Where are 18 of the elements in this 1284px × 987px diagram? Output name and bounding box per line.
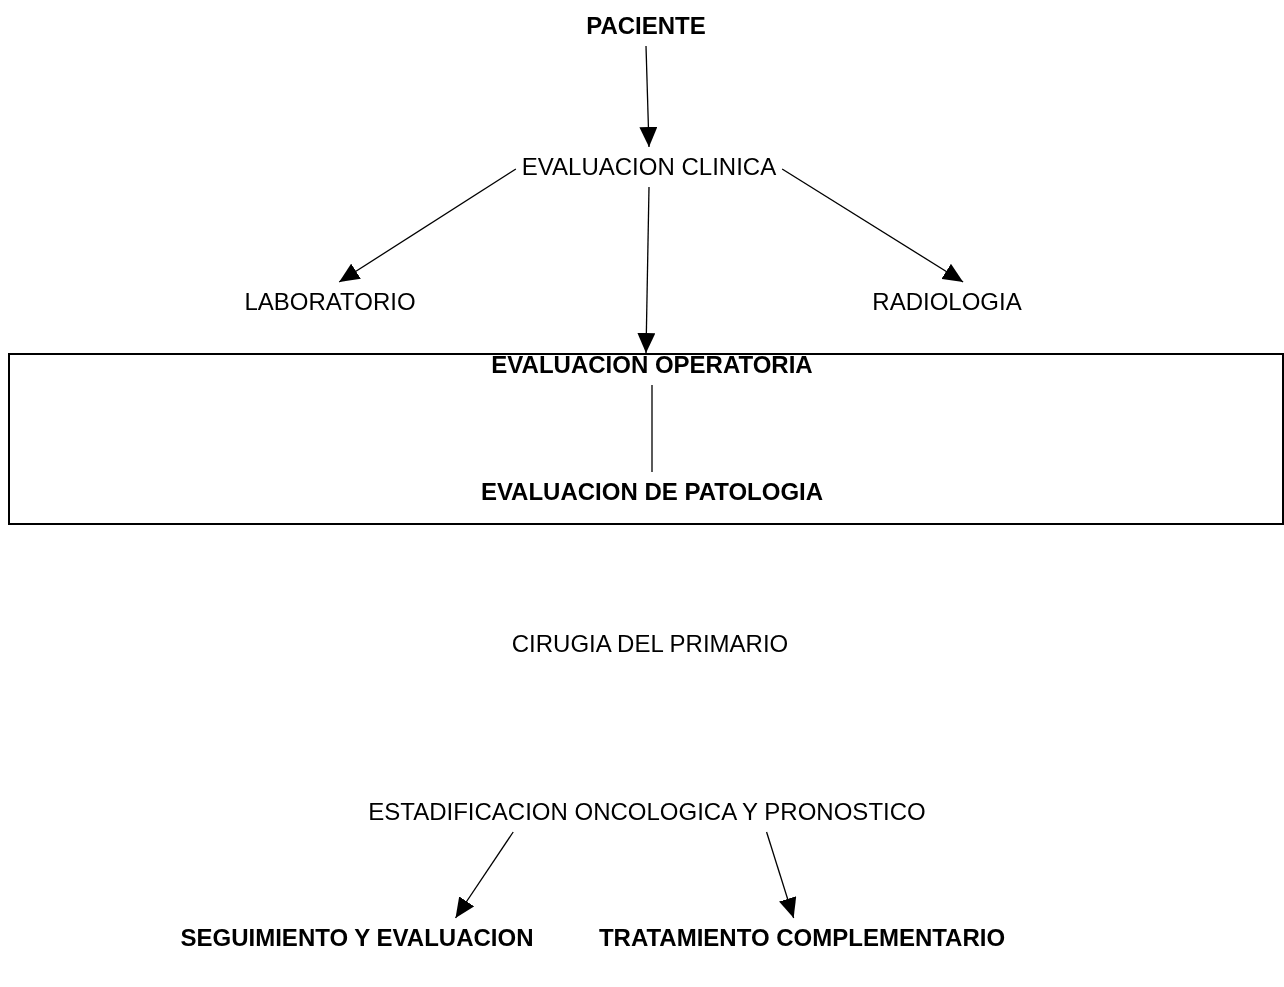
flow-step-label: LABORATORIO	[238, 282, 422, 322]
flow-step-label: PACIENTE	[580, 6, 712, 46]
flow-step-label: EVALUACION CLINICA	[515, 147, 783, 187]
flow-step-label: EVALUACION OPERATORIA	[485, 345, 819, 385]
arrow	[639, 45, 658, 148]
arrow	[781, 168, 964, 283]
flow-step-label: EVALUACION DE PATOLOGIA	[474, 472, 830, 512]
flow-step-label: SEGUIMIENTO Y EVALUACION	[174, 918, 540, 958]
arrow	[765, 831, 797, 919]
connector-line	[651, 384, 653, 473]
flow-step-label: RADIOLOGIA	[866, 282, 1028, 322]
group-box	[8, 353, 1284, 525]
arrow	[338, 168, 517, 283]
arrow	[454, 831, 514, 919]
flow-step-label: ESTADIFICACION ONCOLOGICA Y PRONOSTICO	[362, 792, 932, 832]
flow-step-label: TRATAMIENTO COMPLEMENTARIO	[592, 918, 1012, 958]
flow-step-label: CIRUGIA DEL PRIMARIO	[505, 624, 795, 664]
arrow	[637, 186, 656, 354]
